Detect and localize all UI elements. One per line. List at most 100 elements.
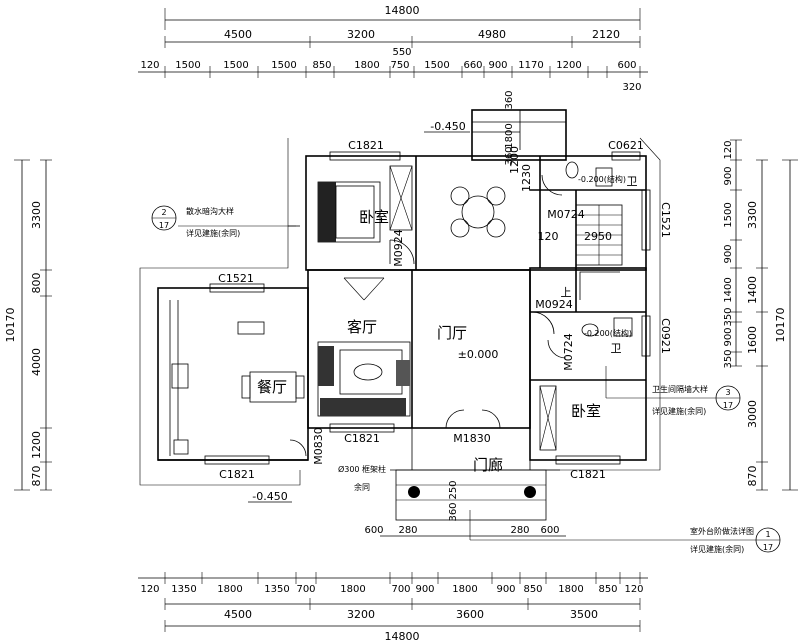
dim-bottom-minor-14: 120 xyxy=(624,584,643,595)
porch-columns xyxy=(408,486,536,498)
column-icon xyxy=(524,486,536,498)
dim-bottom-minor-13: 850 xyxy=(598,584,617,595)
stair-dim-2: 1800 xyxy=(504,123,515,148)
dim-top-minor-5: 850 xyxy=(312,60,331,71)
dim-top-minor-2: 1500 xyxy=(175,60,200,71)
porch-vert-2: 360 xyxy=(448,502,459,521)
column-note-1: Ø300 框架柱 xyxy=(338,464,386,474)
dim-overall-bottom: 14800 xyxy=(385,630,420,643)
wardrobe-se-icon xyxy=(539,385,557,451)
dim-bottom-minor-5: 700 xyxy=(296,584,315,595)
dim-bottom-minor-8: 900 xyxy=(415,584,434,595)
dim-bottom-major-3: 3600 xyxy=(456,608,484,621)
dim-right-inner-4: 900 xyxy=(723,244,734,263)
porch-dimensions: 600 280 280 600 250 360 360 1800 360 xyxy=(364,90,566,537)
room-labels: 卧室 客厅 门厅 ±0.000 餐厅 卧室 门廊 卫 卫 xyxy=(257,175,638,474)
dim-left-seg-4: 1200 xyxy=(30,431,43,459)
dim-top-extra-550: 550 xyxy=(392,47,411,58)
dim-bottom-minor-2: 1350 xyxy=(171,584,196,595)
callout-2-line2: 详见建施(余同) xyxy=(690,544,744,554)
bath-level-top: -0.200(结构) xyxy=(578,174,626,184)
dim-left-seg-3: 4000 xyxy=(30,348,43,376)
dim-top-minor-1: 120 xyxy=(140,60,159,71)
dim-top-minor-8: 1500 xyxy=(424,60,449,71)
toilet-icon xyxy=(565,161,633,337)
callout-2-den: 17 xyxy=(763,543,773,552)
door-m1830: M1830 xyxy=(453,432,491,445)
dim-right-inner-8: 350 xyxy=(723,349,734,368)
dim-bottom-minor-3: 1800 xyxy=(217,584,242,595)
porch-vert-1: 250 xyxy=(448,480,459,499)
callout-2-num: 1 xyxy=(765,530,770,539)
dining-set-icon xyxy=(241,371,305,403)
dim-top-minor-6: 1800 xyxy=(354,60,379,71)
room-living: 客厅 xyxy=(347,318,377,336)
dim-top-major-2: 3200 xyxy=(347,28,375,41)
dim-top-major-3: 4980 xyxy=(478,28,506,41)
dim-left-seg-5: 870 xyxy=(30,466,43,487)
detail-callout-1: 2 17 散水暗沟大样 详见建施(余同) xyxy=(151,205,300,238)
callout-1-den: 17 xyxy=(159,221,169,230)
window-c1821-top: C1821 xyxy=(348,139,384,152)
right-dimensions: 10170 3300 1400 1600 3000 870 120 900 15… xyxy=(723,139,798,491)
callout-2-line1: 室外台阶做法详图 xyxy=(690,526,754,536)
stair-dim-1: 360 xyxy=(504,90,515,109)
callout-1-line2: 详见建施(余同) xyxy=(186,228,240,238)
room-dining: 餐厅 xyxy=(257,378,287,396)
room-bath-mid: 卫 xyxy=(611,342,622,355)
level-top: -0.450 xyxy=(430,120,465,133)
dim-right-overall: 10170 xyxy=(774,308,787,343)
dim-top-minor-9: 660 xyxy=(463,60,482,71)
callout-1-line1: 散水暗沟大样 xyxy=(186,206,234,216)
dim-top-minor-11: 1170 xyxy=(518,60,543,71)
stair-2950: 2950 xyxy=(584,230,612,243)
dim-top-minor-4: 1500 xyxy=(271,60,296,71)
stair-120: 120 xyxy=(538,230,559,243)
dim-right-inner-5: 1400 xyxy=(723,277,734,302)
bath-level-mid: -0.200(结构) xyxy=(584,328,632,338)
dim-right-inner-2: 900 xyxy=(723,166,734,185)
dim-bottom-major-4: 3500 xyxy=(570,608,598,621)
dim-overall-top: 14800 xyxy=(385,4,420,17)
dim-right-outer-3: 1600 xyxy=(746,326,759,354)
left-dimensions: 10170 3300 800 4000 1200 870 xyxy=(4,159,52,491)
door-m0924-stair: M0924 xyxy=(535,298,573,311)
window-c0921: C0921 xyxy=(659,318,672,354)
stair-1200: 1200 xyxy=(508,146,521,174)
porch-dim-3: 280 xyxy=(510,525,529,536)
room-bedroom-se: 卧室 xyxy=(571,402,601,420)
column-icon xyxy=(408,486,420,498)
dim-bottom-major-1: 4500 xyxy=(224,608,252,621)
top-dimensions: 14800 4500 3200 4980 2120 550 120 1500 1… xyxy=(138,4,648,93)
window-c1821-living: C1821 xyxy=(344,432,380,445)
room-bath-top: 卫 xyxy=(627,175,638,188)
dim-top-minor-13: 600 xyxy=(617,60,636,71)
stair-up: 上 xyxy=(561,286,572,299)
dim-right-inner-7: 900 xyxy=(723,327,734,346)
sofa-set-icon xyxy=(317,341,411,417)
dim-top-minor-7: 750 xyxy=(390,60,409,71)
dim-bottom-minor-9: 1800 xyxy=(452,584,477,595)
dim-bottom-minor-7: 700 xyxy=(391,584,410,595)
dim-bottom-minor-4: 1350 xyxy=(264,584,289,595)
detail-callout-2: 1 17 室外台阶做法详图 详见建施(余同) xyxy=(469,510,781,554)
porch-dim-4: 600 xyxy=(540,525,559,536)
window-c1521-right: C1521 xyxy=(659,202,672,238)
window-c1821-bedroom: C1821 xyxy=(570,468,606,481)
dim-right-inner-6: 350 xyxy=(723,307,734,326)
dim-bottom-minor-6: 1800 xyxy=(340,584,365,595)
callout-3-line2: 详见建施(余同) xyxy=(652,406,706,416)
detail-callout-3: 3 17 卫生间隔墙大样 详见建施(余同) xyxy=(605,366,741,416)
furniture xyxy=(169,161,633,456)
dim-bottom-minor-10: 900 xyxy=(496,584,515,595)
dim-top-minor-3: 1500 xyxy=(223,60,248,71)
staircase xyxy=(575,204,623,300)
window-c1521-dining: C1521 xyxy=(218,272,254,285)
bottom-dimensions: 120 1350 1800 1350 700 1800 700 900 1800… xyxy=(138,572,648,643)
dim-top-extra-320: 320 xyxy=(622,82,641,93)
stair-dim-3: 360 xyxy=(504,146,515,165)
double-bed-icon xyxy=(317,181,381,243)
foyer-level: ±0.000 xyxy=(458,348,499,361)
dining-table-icon xyxy=(450,186,506,238)
